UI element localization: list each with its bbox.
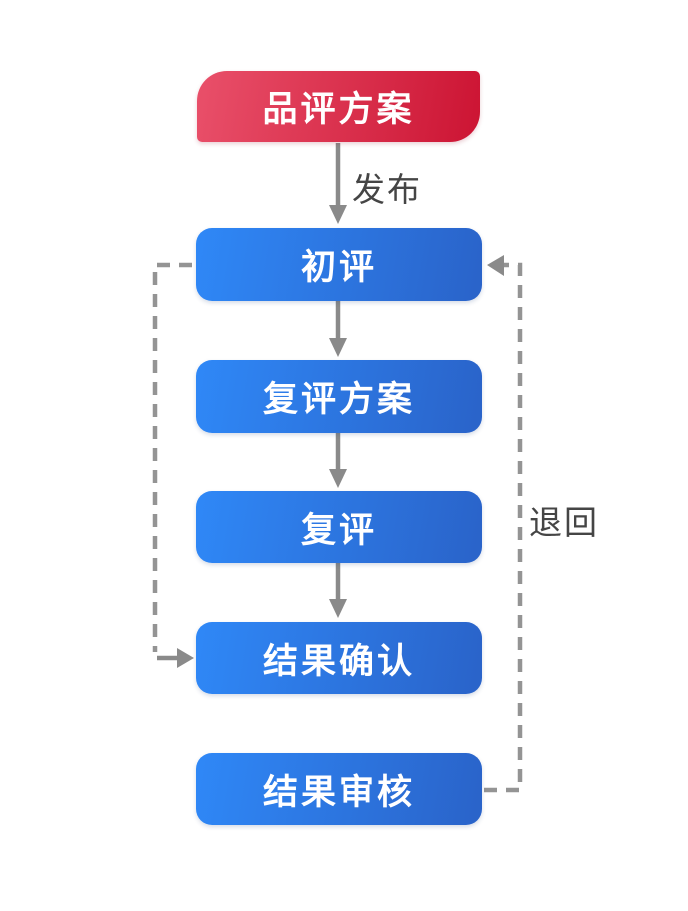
arrow-replan-to-rereview bbox=[329, 433, 347, 488]
arrowhead-down-icon bbox=[329, 469, 347, 488]
arrow-initial-to-replan bbox=[329, 301, 347, 357]
edge-label-publish: 发布 bbox=[352, 170, 422, 209]
arrowhead-down-icon bbox=[329, 205, 347, 224]
node-reevaluation-plan: 复评方案 bbox=[196, 360, 482, 433]
arrow-publish bbox=[329, 143, 347, 224]
node-result-review: 结果审核 bbox=[196, 753, 482, 825]
arrowhead-down-icon bbox=[329, 338, 347, 357]
edge-label-return: 退回 bbox=[529, 503, 599, 542]
arrow-rereview-to-confirm bbox=[329, 563, 347, 618]
arrowhead-down-icon bbox=[329, 599, 347, 618]
node-result-confirmation: 结果确认 bbox=[196, 622, 482, 694]
node-reevaluation: 复评 bbox=[196, 491, 482, 563]
arrowhead-left-icon bbox=[487, 255, 504, 276]
dashed-loop-left bbox=[152, 262, 194, 668]
dashed-loop-right bbox=[484, 255, 523, 793]
arrowhead-right-icon bbox=[177, 648, 194, 668]
node-tasting-plan: 品评方案 bbox=[197, 71, 480, 142]
node-initial-evaluation: 初评 bbox=[196, 228, 482, 301]
